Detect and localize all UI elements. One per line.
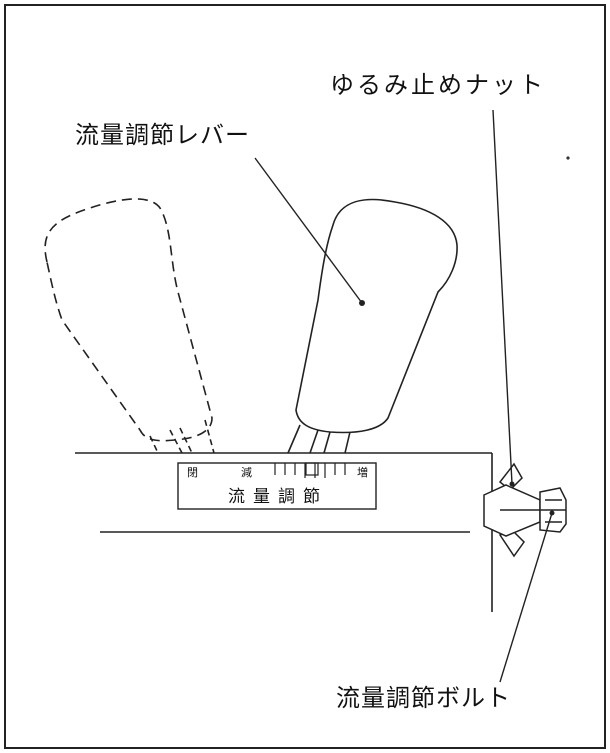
scale-close-label: 閉 xyxy=(187,466,198,479)
label-loosening-nut: ゆるみ止めナット xyxy=(330,71,546,99)
flow-adjustment-lever xyxy=(287,198,458,454)
stray-dot xyxy=(566,156,570,160)
scale-decrease-label: 減 xyxy=(241,465,252,479)
scale-increase-label: 増 xyxy=(357,466,368,479)
diagram-border xyxy=(4,4,606,749)
scale-plate: 閉 減 増 流量調節 xyxy=(177,462,377,510)
scale-plate-title: 流量調節 xyxy=(228,487,328,507)
flow-adjustment-bolt xyxy=(539,487,567,533)
label-flow-lever: 流量調節レバー xyxy=(75,121,250,149)
housing xyxy=(75,452,493,612)
label-flow-bolt: 流量調節ボルト xyxy=(336,684,511,712)
leader-lines xyxy=(254,109,553,683)
flow-lever-alt-position xyxy=(44,198,215,454)
